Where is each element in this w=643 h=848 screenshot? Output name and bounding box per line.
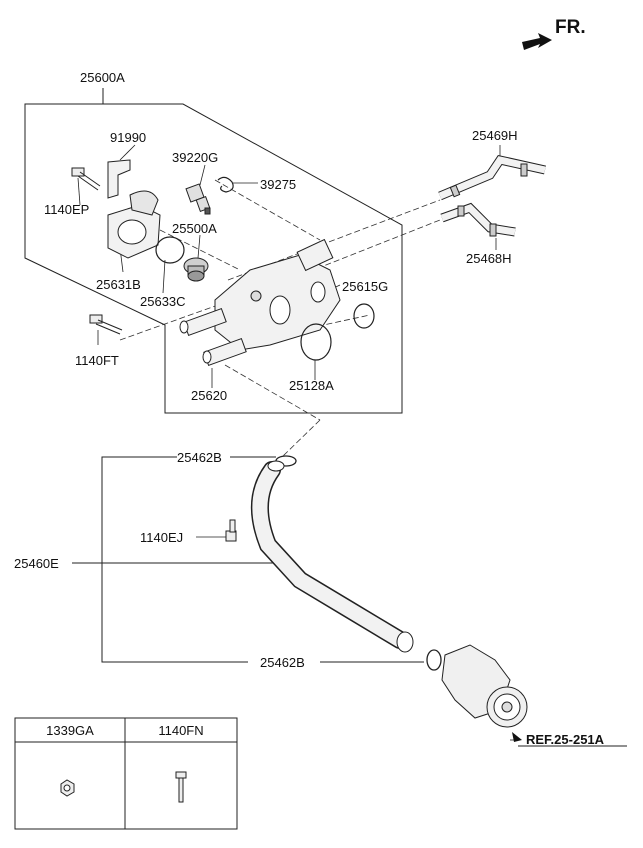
label-25631b: 25631B xyxy=(96,277,141,292)
label-39220g: 39220G xyxy=(172,150,219,165)
label-25500a: 25500A xyxy=(172,221,217,236)
bolt-1140ep-icon xyxy=(71,167,101,191)
bolt-1140ej-icon xyxy=(225,519,237,542)
oring-25128a-icon xyxy=(300,323,332,361)
label-25462b-bottom: 25462B xyxy=(260,655,305,670)
clip-39275-icon xyxy=(217,176,234,193)
label-25600a: 25600A xyxy=(80,70,125,85)
label-1140ft: 1140FT xyxy=(75,353,119,368)
label-25460e: 25460E xyxy=(14,556,59,571)
front-direction-arrow-icon xyxy=(522,33,552,50)
thermostat-25500a-icon xyxy=(183,257,209,282)
label-1140ej: 1140EJ xyxy=(140,530,184,545)
assembly-outline xyxy=(24,88,403,414)
water-outlet-housing-25620-icon xyxy=(179,238,341,367)
label-25620: 25620 xyxy=(191,388,228,403)
table-header-1140fn: 1140FN xyxy=(158,723,204,738)
label-25469h: 25469H xyxy=(472,128,518,143)
parts-table xyxy=(14,717,238,830)
label-25128a: 25128A xyxy=(289,378,334,393)
water-pipe-25460e-icon xyxy=(251,460,414,653)
oring-25633c-icon xyxy=(155,236,185,264)
housing-cover-25631b-icon xyxy=(107,190,161,259)
bolt-1140fn-icon xyxy=(175,771,187,803)
label-25462b-top: 25462B xyxy=(177,450,222,465)
reference-arrow-icon xyxy=(512,732,522,742)
pipe-25468h-icon xyxy=(440,202,516,237)
table-header-1339ga: 1339GA xyxy=(46,723,94,738)
bracket-91990-icon xyxy=(107,159,131,199)
reference-label: REF.25-251A xyxy=(526,732,605,747)
label-25468h: 25468H xyxy=(466,251,512,266)
bolt-1140ft-icon xyxy=(89,314,123,335)
oring-25615g-icon xyxy=(353,303,375,329)
pipe-25469h-icon xyxy=(438,154,546,201)
label-1140ep: 1140EP xyxy=(44,202,90,217)
water-pump-icon xyxy=(441,644,528,728)
label-91990: 91990 xyxy=(110,130,147,145)
label-25615g: 25615G xyxy=(342,279,389,294)
front-direction-label: FR. xyxy=(555,17,586,38)
nut-1339ga-icon xyxy=(60,779,75,797)
hose-bracket xyxy=(101,456,248,663)
label-25633c: 25633C xyxy=(140,294,186,309)
temperature-sensor-39220g-icon xyxy=(185,183,211,215)
label-39275: 39275 xyxy=(260,177,297,192)
oring-25462b-bottom-icon xyxy=(426,649,442,671)
